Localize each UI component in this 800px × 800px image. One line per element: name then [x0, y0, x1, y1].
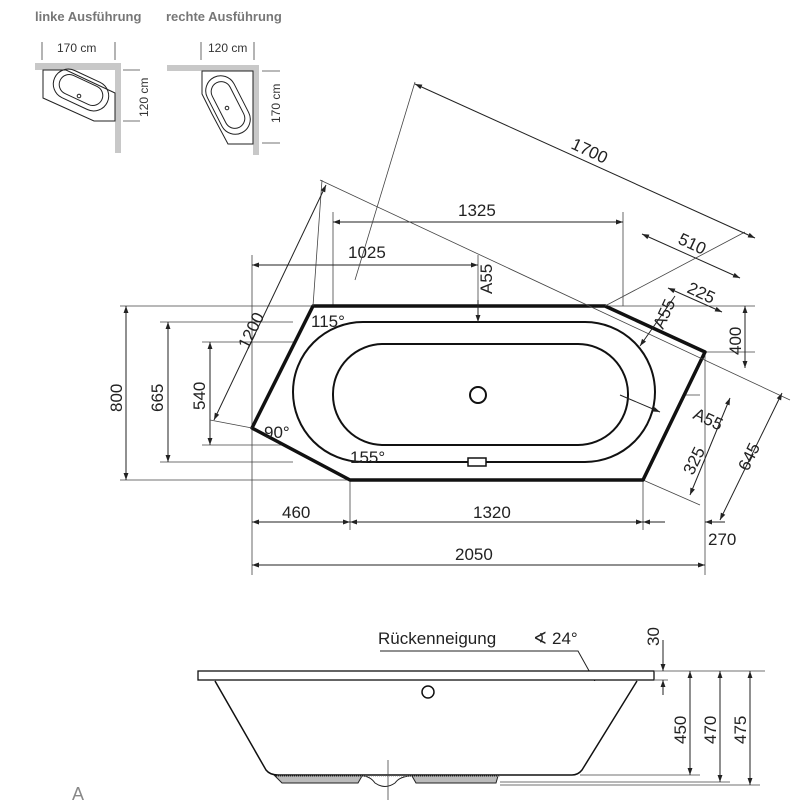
inset-right-caption: rechte Ausführung: [166, 9, 282, 24]
inset-right-width: 120 cm: [208, 41, 247, 55]
back-slope-label: Rückenneigung: [378, 629, 496, 648]
side-view: Rückenneigung ∢ 24° 30 450 470 475: [197, 627, 765, 800]
dim-1025: 1025: [348, 243, 386, 262]
dim-2050: 2050: [455, 545, 493, 564]
dim-540: 540: [190, 382, 209, 410]
inset-left-depth: 120 cm: [137, 78, 151, 117]
dim-460: 460: [282, 503, 310, 522]
angle-115: 115°: [311, 312, 345, 331]
dim-450: 450: [671, 716, 690, 744]
dim-470: 470: [701, 716, 720, 744]
overflow-icon: [467, 457, 487, 467]
tub-body: [214, 680, 638, 776]
dim-475: 475: [731, 716, 750, 744]
angle-symbol-icon: ∢: [533, 629, 547, 648]
tub-inner-basin: [332, 343, 629, 446]
angle-90: 90°: [264, 423, 290, 442]
radius-upper-right: A55: [649, 296, 679, 331]
dim-225: 225: [684, 278, 718, 307]
dim-270: 270: [708, 530, 736, 549]
dim-645: 645: [735, 440, 765, 474]
inset-right-depth: 170 cm: [269, 84, 283, 123]
tub-rim: [197, 670, 655, 681]
inset-right-version: rechte Ausführung 120 cm 170 cm: [166, 9, 283, 155]
back-slope-angle: 24°: [552, 629, 578, 648]
radius-top: A55: [477, 264, 496, 294]
inset-left-caption: linke Ausführung: [35, 9, 141, 24]
angle-155: 155°: [350, 448, 385, 467]
drain-icon: [469, 386, 487, 404]
dim-510: 510: [675, 229, 709, 258]
dim-1200: 1200: [235, 309, 269, 351]
plan-view: 800 665 540 1025 1325 460 1320 270 2050 …: [107, 81, 791, 575]
dim-30: 30: [644, 627, 663, 646]
dim-800: 800: [107, 384, 126, 412]
radius-lower-right: A55: [690, 404, 725, 434]
corner-label: A: [72, 784, 84, 800]
dim-665: 665: [148, 384, 167, 412]
dim-1320: 1320: [473, 503, 511, 522]
inset-left-width: 170 cm: [57, 41, 96, 55]
overflow-hole-icon: [421, 685, 435, 699]
dim-400: 400: [726, 327, 745, 355]
inset-left-version: linke Ausführung 170 cm 120 cm: [35, 9, 151, 153]
dim-1325: 1325: [458, 201, 496, 220]
